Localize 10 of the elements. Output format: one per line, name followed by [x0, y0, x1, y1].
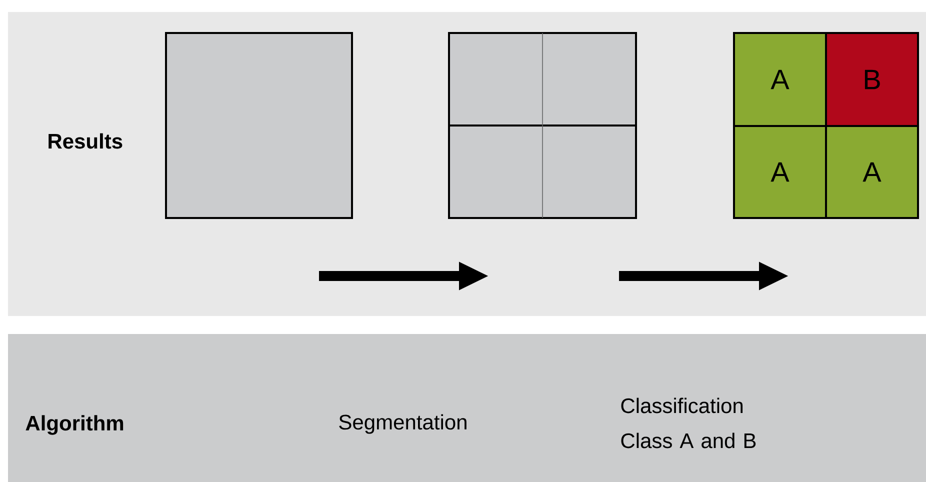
class-cell: B	[825, 32, 919, 127]
image-square	[165, 32, 353, 219]
class-cell: A	[825, 125, 919, 219]
row-heading: Results	[48, 133, 122, 149]
class-cell: A	[733, 125, 827, 219]
class-cell: A	[733, 32, 827, 127]
step-label: Classification Class A and B	[621, 398, 756, 448]
segmented-grid	[448, 32, 637, 219]
row-heading: Algorithm	[26, 415, 124, 435]
step-label: Segmentation	[339, 414, 466, 434]
